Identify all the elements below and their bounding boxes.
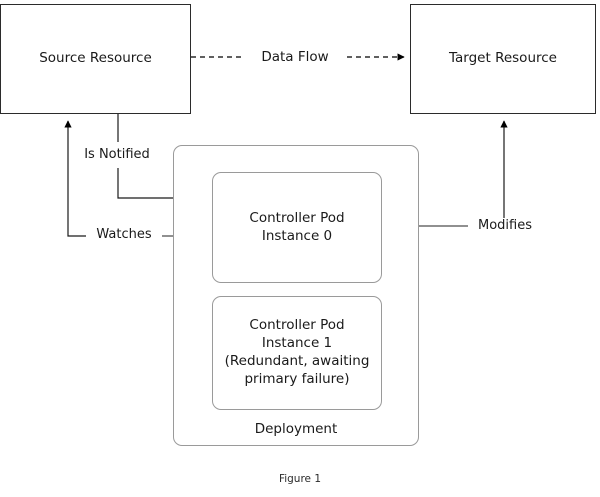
node-source-resource[interactable]: Source Resource (0, 4, 191, 114)
pod0-line2: Instance 0 (261, 227, 333, 244)
figure-caption: Figure 1 (250, 473, 350, 486)
edge-label-is-notified: Is Notified (76, 147, 158, 163)
edge-label-data-flow: Data Flow (247, 49, 343, 66)
pod1-line2: Instance 1 (261, 335, 333, 352)
pod1-line1: Controller Pod (249, 317, 345, 334)
pod0-line1: Controller Pod (249, 209, 345, 226)
edge-label-modifies: Modifies (470, 218, 540, 234)
node-pod-instance-1[interactable]: Controller Pod Instance 1 (Redundant, aw… (212, 296, 382, 410)
node-target-resource-label: Target Resource (449, 50, 557, 67)
pod1-line4: primary failure) (244, 370, 350, 387)
node-target-resource[interactable]: Target Resource (410, 4, 596, 114)
node-pod-instance-1-text: Controller Pod Instance 1 (Redundant, aw… (225, 317, 370, 388)
node-pod-instance-0-text: Controller Pod Instance 0 (249, 210, 344, 246)
pod1-line3: (Redundant, awaiting (224, 353, 370, 369)
edge-label-watches: Watches (88, 227, 160, 243)
node-source-resource-label: Source Resource (39, 50, 152, 67)
node-pod-instance-0[interactable]: Controller Pod Instance 0 (212, 172, 382, 283)
node-deployment-label: Deployment (254, 421, 338, 438)
